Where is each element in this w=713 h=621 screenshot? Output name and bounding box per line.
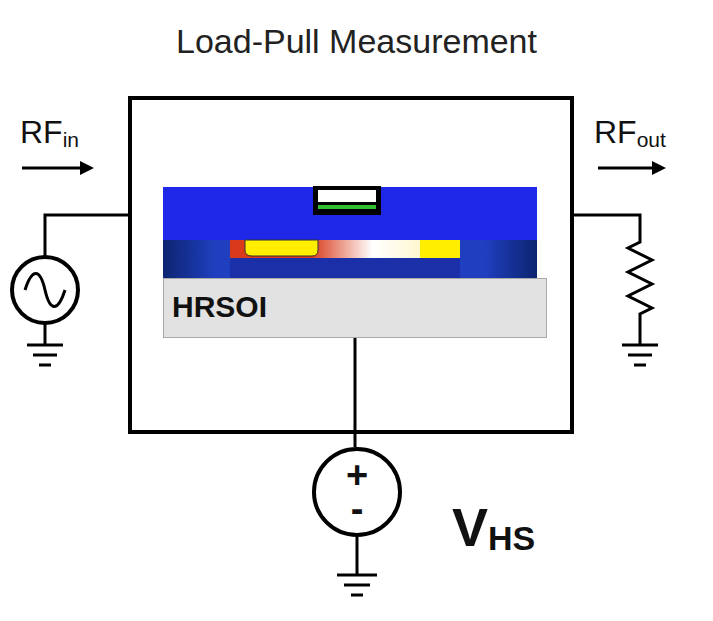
gate-oxide xyxy=(318,205,376,209)
resistor-symbol xyxy=(572,215,652,345)
arrow-head xyxy=(652,161,666,175)
ground-symbol xyxy=(27,323,63,365)
ground-symbol xyxy=(337,537,377,595)
source-contact xyxy=(245,240,318,256)
diagram-title: Load-Pull Measurement xyxy=(176,22,537,61)
substrate-layer: HRSOI xyxy=(163,278,547,338)
dielectric-layer xyxy=(163,187,537,242)
bias-wire xyxy=(354,338,357,447)
gate-metal xyxy=(318,190,376,202)
fixture-box xyxy=(130,98,572,432)
ground-symbol xyxy=(622,345,658,365)
arrow-head xyxy=(80,161,94,175)
label-main: RF xyxy=(594,114,637,150)
gate-stack xyxy=(313,186,381,215)
signal-name: VHS xyxy=(452,500,535,555)
label-main: RF xyxy=(20,114,63,150)
signal-arrow xyxy=(22,167,84,170)
input-wire xyxy=(45,215,130,257)
label-subscript: in xyxy=(63,128,79,151)
polarity-mark: - xyxy=(351,492,364,526)
drain-contact xyxy=(420,240,460,258)
signal-arrow xyxy=(598,167,656,170)
substrate-label: HRSOI xyxy=(172,289,546,325)
label-main: V xyxy=(452,497,488,557)
ac-source-symbol xyxy=(12,257,78,323)
polarity-mark: + xyxy=(346,458,368,492)
signal-name: RFin xyxy=(20,116,79,150)
body-region xyxy=(230,258,460,278)
soi-layer xyxy=(163,240,537,278)
sine-symbol xyxy=(25,274,65,307)
label-subscript: out xyxy=(637,128,666,151)
channel-region xyxy=(230,240,460,258)
dc-source-symbol: +- xyxy=(312,447,402,537)
label-subscript: HS xyxy=(488,519,535,557)
signal-name: RFout xyxy=(594,116,666,150)
